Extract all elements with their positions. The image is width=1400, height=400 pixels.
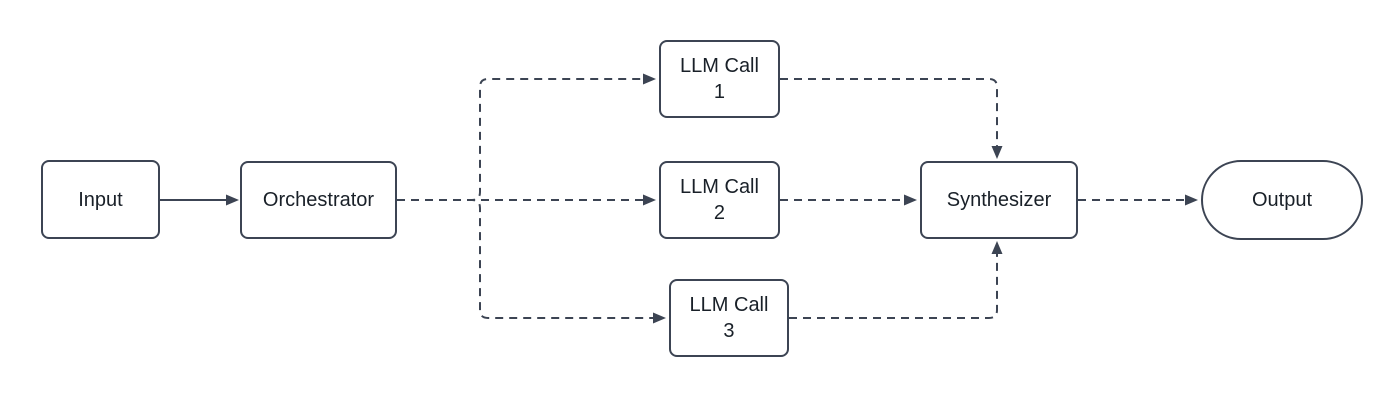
label-line-2: 1 [713, 81, 726, 103]
arrowhead-synthesizer-top [991, 146, 1003, 159]
arrowhead-llm-call-1 [643, 73, 656, 85]
node-llm-call-3: LLM Call 3 [669, 279, 789, 357]
label-line-2: 3 [723, 320, 735, 342]
arrowhead-llm-call-3 [653, 312, 666, 324]
arrowhead-orchestrator [226, 194, 239, 206]
node-synthesizer: Synthesizer [920, 161, 1078, 239]
node-llm-call-3-label: LLM Call 3 [690, 292, 769, 344]
label-line-2: 2 [713, 202, 726, 224]
node-input-label: Input [78, 188, 123, 211]
node-synthesizer-label: Synthesizer [946, 189, 1052, 211]
node-orchestrator-label: Orchestrator [262, 189, 375, 211]
node-llm-call-1: LLM Call 1 [659, 40, 780, 118]
edge-llm-call-3-to-synthesizer [789, 253, 998, 319]
arrowhead-llm-call-2 [643, 194, 656, 206]
node-llm-call-2-label: LLM Call 2 [680, 174, 759, 226]
label-line-1: LLM Call [680, 55, 759, 77]
arrowhead-output [1185, 194, 1198, 206]
edge-orchestrator-to-llm-call-1 [397, 78, 644, 201]
node-orchestrator: Orchestrator [240, 161, 397, 239]
label-line-1: LLM Call [680, 176, 759, 198]
node-input: Input [41, 160, 160, 239]
edge-orchestrator-to-llm-call-3 [397, 199, 654, 319]
arrowhead-synthesizer-left [904, 194, 917, 206]
node-output: Output [1201, 160, 1363, 240]
node-llm-call-1-label: LLM Call 1 [680, 53, 759, 105]
arrowhead-synthesizer-bottom [991, 241, 1003, 254]
node-output-label: Output [1251, 189, 1313, 211]
edge-llm-call-1-to-synthesizer [780, 78, 998, 147]
label-line-1: LLM Call [689, 294, 769, 316]
node-llm-call-2: LLM Call 2 [659, 161, 780, 239]
